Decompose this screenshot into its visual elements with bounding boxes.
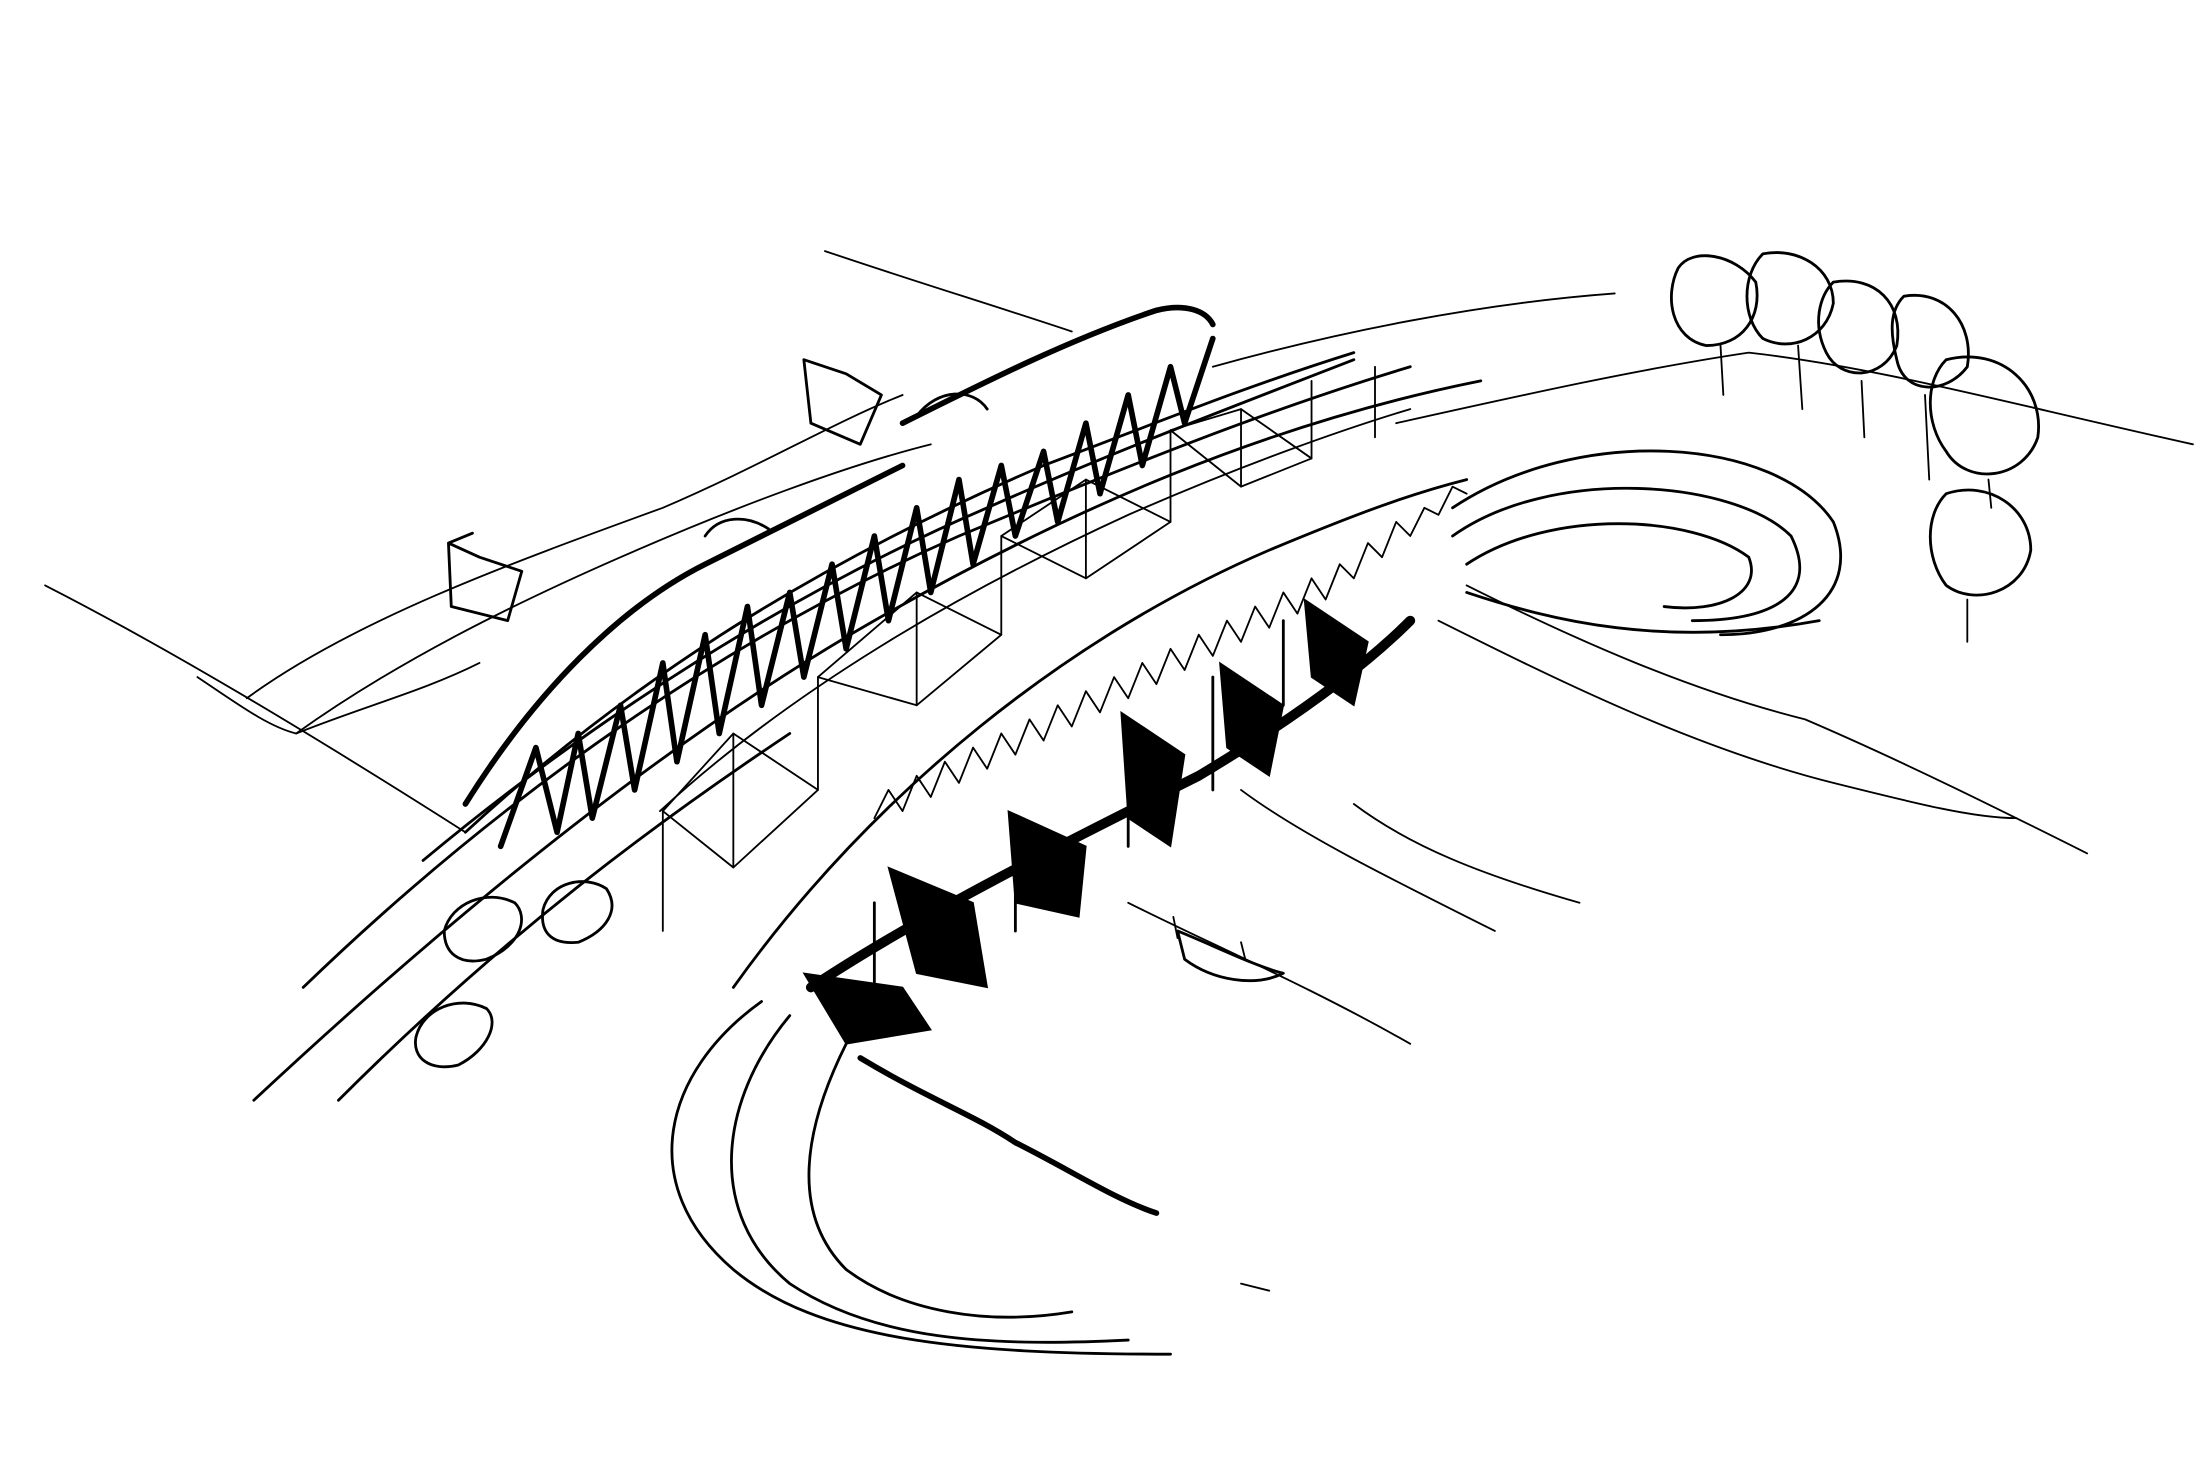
- ramp-left: [670, 1000, 1172, 1356]
- buildings: [447, 358, 883, 623]
- trees: [1670, 251, 2040, 643]
- ramp-right: [1451, 449, 1843, 637]
- cars: [414, 880, 614, 1069]
- boat: [1172, 915, 1285, 983]
- catenary-masts: [659, 365, 1412, 932]
- river-lines: [1127, 789, 1581, 1292]
- bridge-piers: [802, 598, 1416, 1045]
- train: [462, 304, 1216, 850]
- bridge-railing: [873, 485, 1468, 820]
- ground-lines: [44, 250, 2194, 855]
